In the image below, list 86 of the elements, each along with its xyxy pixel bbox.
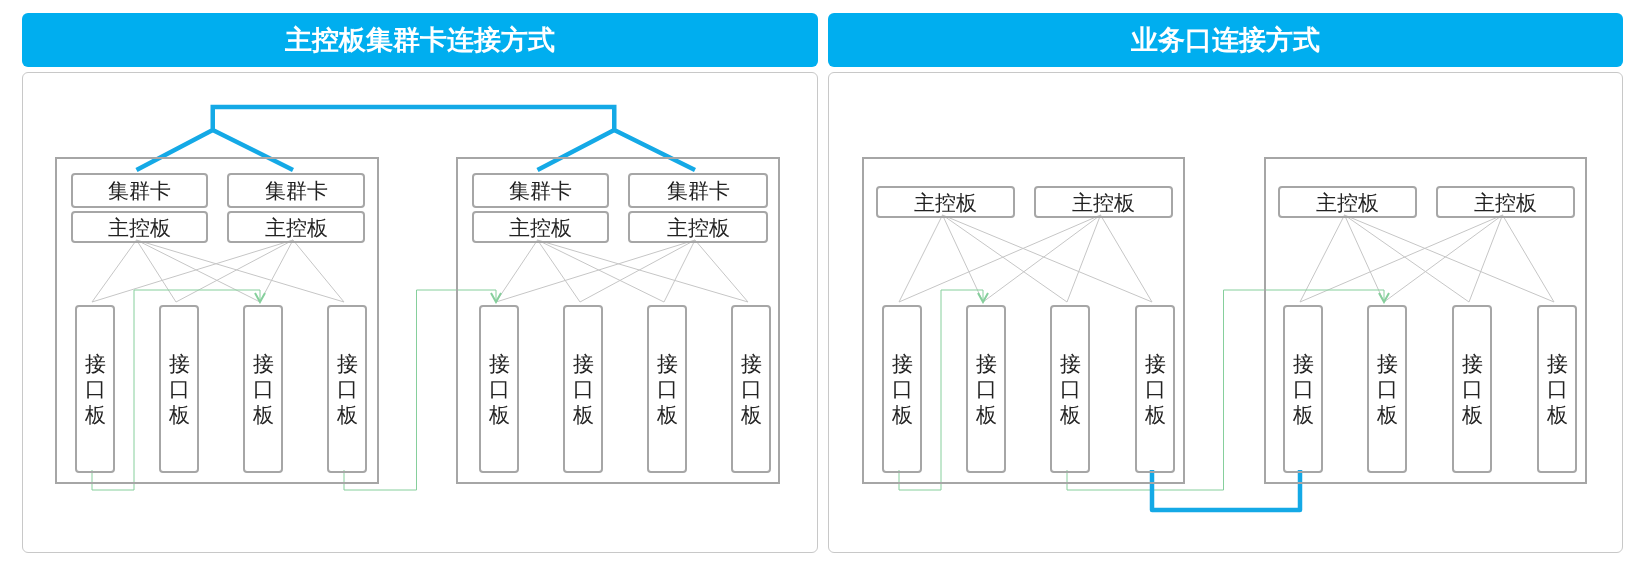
flow-arrow [1066, 289, 1390, 491]
board-label: 接口板 [1461, 351, 1483, 427]
cable-link [1149, 470, 1303, 513]
board-box [1537, 305, 1577, 473]
board-box [227, 173, 365, 208]
board-box [243, 305, 283, 473]
board-label: 接口板 [1292, 351, 1314, 427]
connection-line [898, 214, 1101, 303]
connection-line [91, 239, 294, 303]
chassis-box [1264, 157, 1587, 484]
board-box [71, 173, 208, 208]
board-label: 接口板 [656, 351, 678, 427]
board-label: 接口板 [1059, 351, 1081, 427]
panel-heading: 业务口连接方式 [828, 13, 1623, 67]
board-box [472, 211, 609, 243]
board-label: 主控板 [1072, 191, 1135, 213]
connection-line [982, 214, 1101, 303]
board-label: 主控板 [264, 216, 328, 238]
flow-arrow [343, 289, 502, 491]
cable-link [134, 104, 698, 173]
board-box [628, 173, 768, 208]
board-box [1034, 186, 1173, 218]
board-label: 接口板 [168, 351, 190, 427]
board-label: 接口板 [1376, 351, 1398, 427]
board-label: 主控板 [666, 216, 730, 238]
connection-line [1383, 214, 1503, 303]
chassis-box [456, 157, 780, 484]
connection-line [1100, 214, 1153, 303]
connection-line [136, 239, 345, 303]
board-box [731, 305, 771, 473]
connection-line [1299, 214, 1345, 303]
board-box [1050, 305, 1090, 473]
board-box [876, 186, 1015, 218]
connection-line [292, 239, 345, 303]
board-label: 接口板 [84, 351, 106, 427]
board-box [75, 305, 115, 473]
board-box [1436, 186, 1575, 218]
board-box [1283, 305, 1323, 473]
board-label: 接口板 [740, 351, 762, 427]
board-box [227, 211, 365, 243]
connection-line [579, 239, 696, 303]
board-label: 主控板 [914, 191, 977, 213]
panel-heading: 主控板集群卡连接方式 [22, 13, 818, 67]
board-box [1452, 305, 1492, 473]
connection-line [175, 239, 294, 303]
board-label: 接口板 [252, 351, 274, 427]
connection-line [694, 239, 749, 303]
board-label: 接口板 [1144, 351, 1166, 427]
connection-line [91, 239, 137, 303]
board-label: 集群卡 [264, 180, 328, 201]
board-box [628, 211, 768, 243]
board-label: 接口板 [975, 351, 997, 427]
connection-line [495, 239, 696, 303]
board-label: 集群卡 [509, 180, 572, 201]
board-box [71, 211, 208, 243]
connection-line [942, 214, 1153, 303]
board-label: 接口板 [1546, 351, 1568, 427]
board-label: 集群卡 [666, 180, 730, 201]
board-box [882, 305, 922, 473]
flow-arrow [898, 289, 989, 491]
board-box [563, 305, 603, 473]
board-label: 接口板 [336, 351, 358, 427]
connection-line [1344, 214, 1555, 303]
board-box [647, 305, 687, 473]
board-label: 集群卡 [108, 180, 171, 201]
chassis-box [55, 157, 379, 484]
flow-arrow [91, 289, 266, 491]
board-label: 接口板 [891, 351, 913, 427]
board-box [479, 305, 519, 473]
board-label: 主控板 [509, 216, 572, 238]
board-box [159, 305, 199, 473]
board-label: 主控板 [108, 216, 171, 238]
connection-line [1299, 214, 1503, 303]
chassis-box [862, 157, 1185, 484]
connection-line [1502, 214, 1555, 303]
board-label: 主控板 [1316, 191, 1379, 213]
board-label: 接口板 [572, 351, 594, 427]
board-label: 接口板 [488, 351, 510, 427]
connection-line [537, 239, 749, 303]
board-box [472, 173, 609, 208]
board-box [966, 305, 1006, 473]
board-box [1367, 305, 1407, 473]
board-box [1278, 186, 1417, 218]
board-label: 主控板 [1474, 191, 1537, 213]
board-box [1135, 305, 1175, 473]
board-box [327, 305, 367, 473]
